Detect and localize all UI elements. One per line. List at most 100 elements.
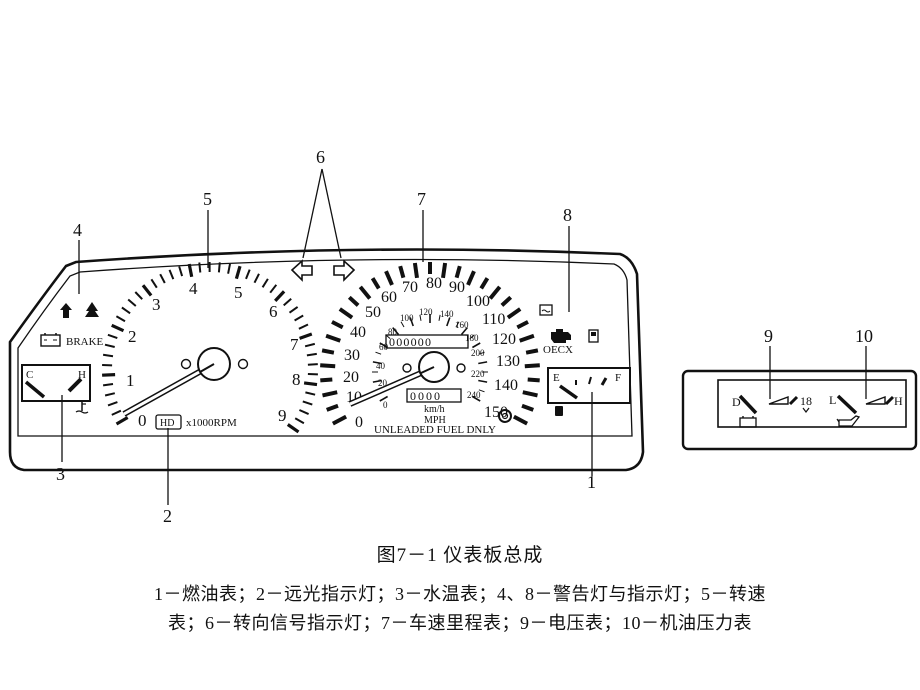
tach-tick-40 [303, 381, 318, 387]
mph-label-90: 90 [449, 279, 465, 296]
tach-tick-37 [306, 352, 317, 357]
tach-tick-10 [111, 323, 125, 333]
fuel-notice: UNLEADED FUEL DNLY [374, 424, 496, 436]
tach-tick-25 [234, 265, 242, 280]
tach-tick-14 [134, 291, 143, 300]
oil-can-icon [836, 415, 861, 427]
instrument-panel-diagram: 0 1 2 3 4 5 6 7 8 9 HD x1000RPM 0 10 20 [8, 147, 918, 526]
tach-label-1: 1 [126, 371, 135, 390]
trip-reset-knob [498, 409, 512, 423]
odometer-digits: 000000 [389, 335, 432, 349]
tach-tick-15 [141, 284, 153, 297]
kmh-label-80: 80 [388, 327, 398, 337]
tach-screw-right [237, 358, 249, 370]
voltmeter-needle [738, 394, 758, 415]
aux-gauge-window [717, 379, 907, 428]
turn-signal-left-icon [290, 259, 313, 282]
tach-tick-44 [294, 417, 305, 425]
speed-unit-kmh: km/h [424, 404, 445, 415]
tach-tick-23 [217, 262, 221, 273]
speedo-tick-28 [522, 390, 538, 398]
tach-tick-31 [283, 298, 292, 307]
fuel-gauge-needle [558, 384, 579, 400]
cluster-bezel-inner [17, 258, 633, 437]
kmh-tick-9 [400, 321, 405, 328]
callout-6: 6 [316, 147, 325, 167]
aux-gauge-housing [681, 369, 918, 451]
check-engine-label: OECX [543, 344, 573, 356]
fuel-gauge-window [547, 367, 631, 404]
callout-4: 4 [73, 220, 82, 240]
speedometer-screw-right [456, 363, 466, 373]
speedo-tick-5 [321, 348, 335, 355]
speedo-tick-2 [322, 390, 338, 398]
kmh-tick-20 [478, 361, 488, 365]
speedo-tick-27 [527, 377, 540, 383]
kmh-tick-0 [379, 395, 388, 402]
kmh-tick-14 [446, 317, 451, 327]
callout-1: 1 [587, 472, 596, 492]
speedometer-screw-left [402, 363, 412, 373]
caption-line-1: 1－燃油表；2－远光指示灯；3－水温表；4、8－警告灯与指示灯；5－转速 [154, 584, 766, 604]
tach-label-0: 0 [138, 411, 147, 430]
mph-label-140: 140 [494, 377, 518, 394]
speedo-tick-30 [512, 414, 529, 426]
speedo-tick-6 [325, 333, 341, 343]
tach-label-5: 5 [234, 283, 243, 302]
tach-tick-38 [307, 363, 318, 366]
cluster-housing [8, 248, 645, 472]
kmh-tick-24 [472, 395, 481, 402]
speedo-tick-21 [500, 295, 513, 307]
tach-tick-24 [227, 263, 231, 274]
odometer-window [385, 334, 469, 349]
battery-warning-icon [40, 333, 61, 347]
tach-tick-26 [245, 269, 251, 280]
voltmeter-battery-icon [739, 416, 757, 428]
tachometer-ticks [102, 262, 318, 434]
tach-label-6: 6 [269, 302, 278, 321]
kmh-tick-19 [478, 351, 485, 355]
mph-label-50: 50 [365, 304, 381, 321]
tach-tick-29 [269, 284, 278, 294]
mph-label-60: 60 [381, 289, 397, 306]
trip-digits: 0000 [410, 389, 442, 403]
callout-5: 5 [203, 189, 212, 209]
speedo-tick-9 [347, 295, 360, 307]
speed-unit-mph: MPH [424, 415, 446, 426]
kmh-label-120: 120 [419, 307, 433, 317]
figure-caption-legend: 1－燃油表；2－远光指示灯；3－水温表；4、8－警告灯与指示灯；5－转速 表；6… [60, 580, 860, 638]
kmh-label-160: 160 [455, 320, 469, 330]
tach-tick-13 [127, 298, 137, 307]
tach-label-2: 2 [128, 327, 137, 346]
tach-label-7: 7 [290, 335, 299, 354]
callout-9: 9 [764, 326, 773, 346]
callout-leader-6b [321, 168, 342, 259]
mph-label-110: 110 [482, 311, 505, 328]
kmh-label-0: 0 [383, 400, 388, 410]
tach-label-8: 8 [292, 370, 301, 389]
speedo-tick-12 [384, 270, 394, 286]
mph-label-30: 30 [344, 347, 360, 364]
speedo-tick-8 [338, 307, 354, 320]
oil-gauge-low: L [829, 393, 836, 407]
kmh-tick-8 [392, 327, 400, 336]
speedo-tick-17 [454, 265, 462, 279]
tach-tick-3 [104, 392, 116, 397]
hd-badge: HD [160, 418, 174, 429]
tach-tick-43 [298, 409, 310, 416]
turn-signal-right-icon [333, 259, 356, 282]
tach-screw-left [180, 358, 192, 370]
mph-label-120: 120 [492, 331, 516, 348]
mph-label-20: 20 [343, 369, 359, 386]
tach-tick-41 [305, 391, 316, 396]
temp-gauge-hot: H [78, 369, 86, 381]
oil-gauge-zone [865, 395, 886, 405]
trip-window [406, 388, 462, 403]
tach-label-3: 3 [152, 295, 161, 314]
fuel-gauge-empty: E [553, 372, 560, 384]
tach-tick-0 [115, 416, 129, 426]
tach-tick-1 [111, 409, 122, 416]
kmh-label-20: 20 [378, 378, 388, 388]
tach-tick-34 [298, 323, 309, 330]
speedometer-outer-ticks [320, 262, 540, 426]
